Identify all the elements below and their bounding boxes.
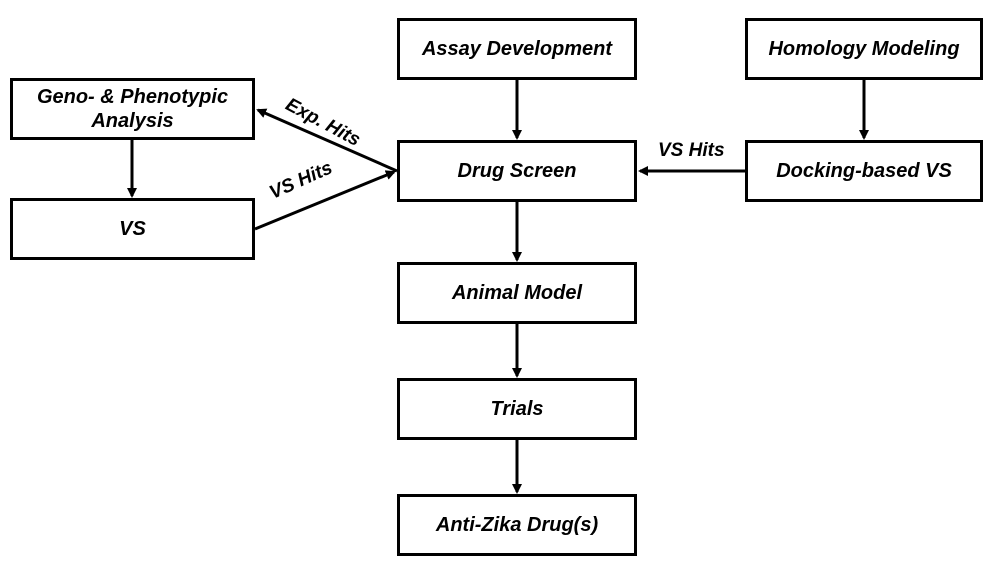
arrow-vs-to-drug-screen [254,170,396,231]
anti-zika-drugs-label: Anti-Zika Drug(s) [435,514,599,536]
animal-model-box: Animal Model [397,262,637,324]
homology-modeling-label: Homology Modeling [768,38,960,60]
vs-hits-right-edge-label: VS Hits [658,140,725,161]
geno-phenotypic-analysis-box: Geno- & Phenotypic Analysis [10,78,255,140]
drug-screen-box: Drug Screen [397,140,637,202]
trials-box: Trials [397,378,637,440]
geno-phenotypic-label-line1: Geno- & Phenotypic [36,86,229,108]
arrow-drug-screen-to-geno [256,108,398,173]
geno-phenotypic-label-line2: Analysis [91,110,174,132]
drug-screen-label: Drug Screen [457,160,577,182]
trials-label: Trials [490,398,544,420]
docking-based-vs-label: Docking-based VS [776,160,952,182]
homology-modeling-box: Homology Modeling [745,18,983,80]
assay-development-box: Assay Development [397,18,637,80]
animal-model-label: Animal Model [451,282,582,304]
assay-development-label: Assay Development [421,38,613,60]
vs-label: VS [119,218,146,240]
anti-zika-drugs-box: Anti-Zika Drug(s) [397,494,637,556]
vs-box: VS [10,198,255,260]
docking-based-vs-box: Docking-based VS [745,140,983,202]
